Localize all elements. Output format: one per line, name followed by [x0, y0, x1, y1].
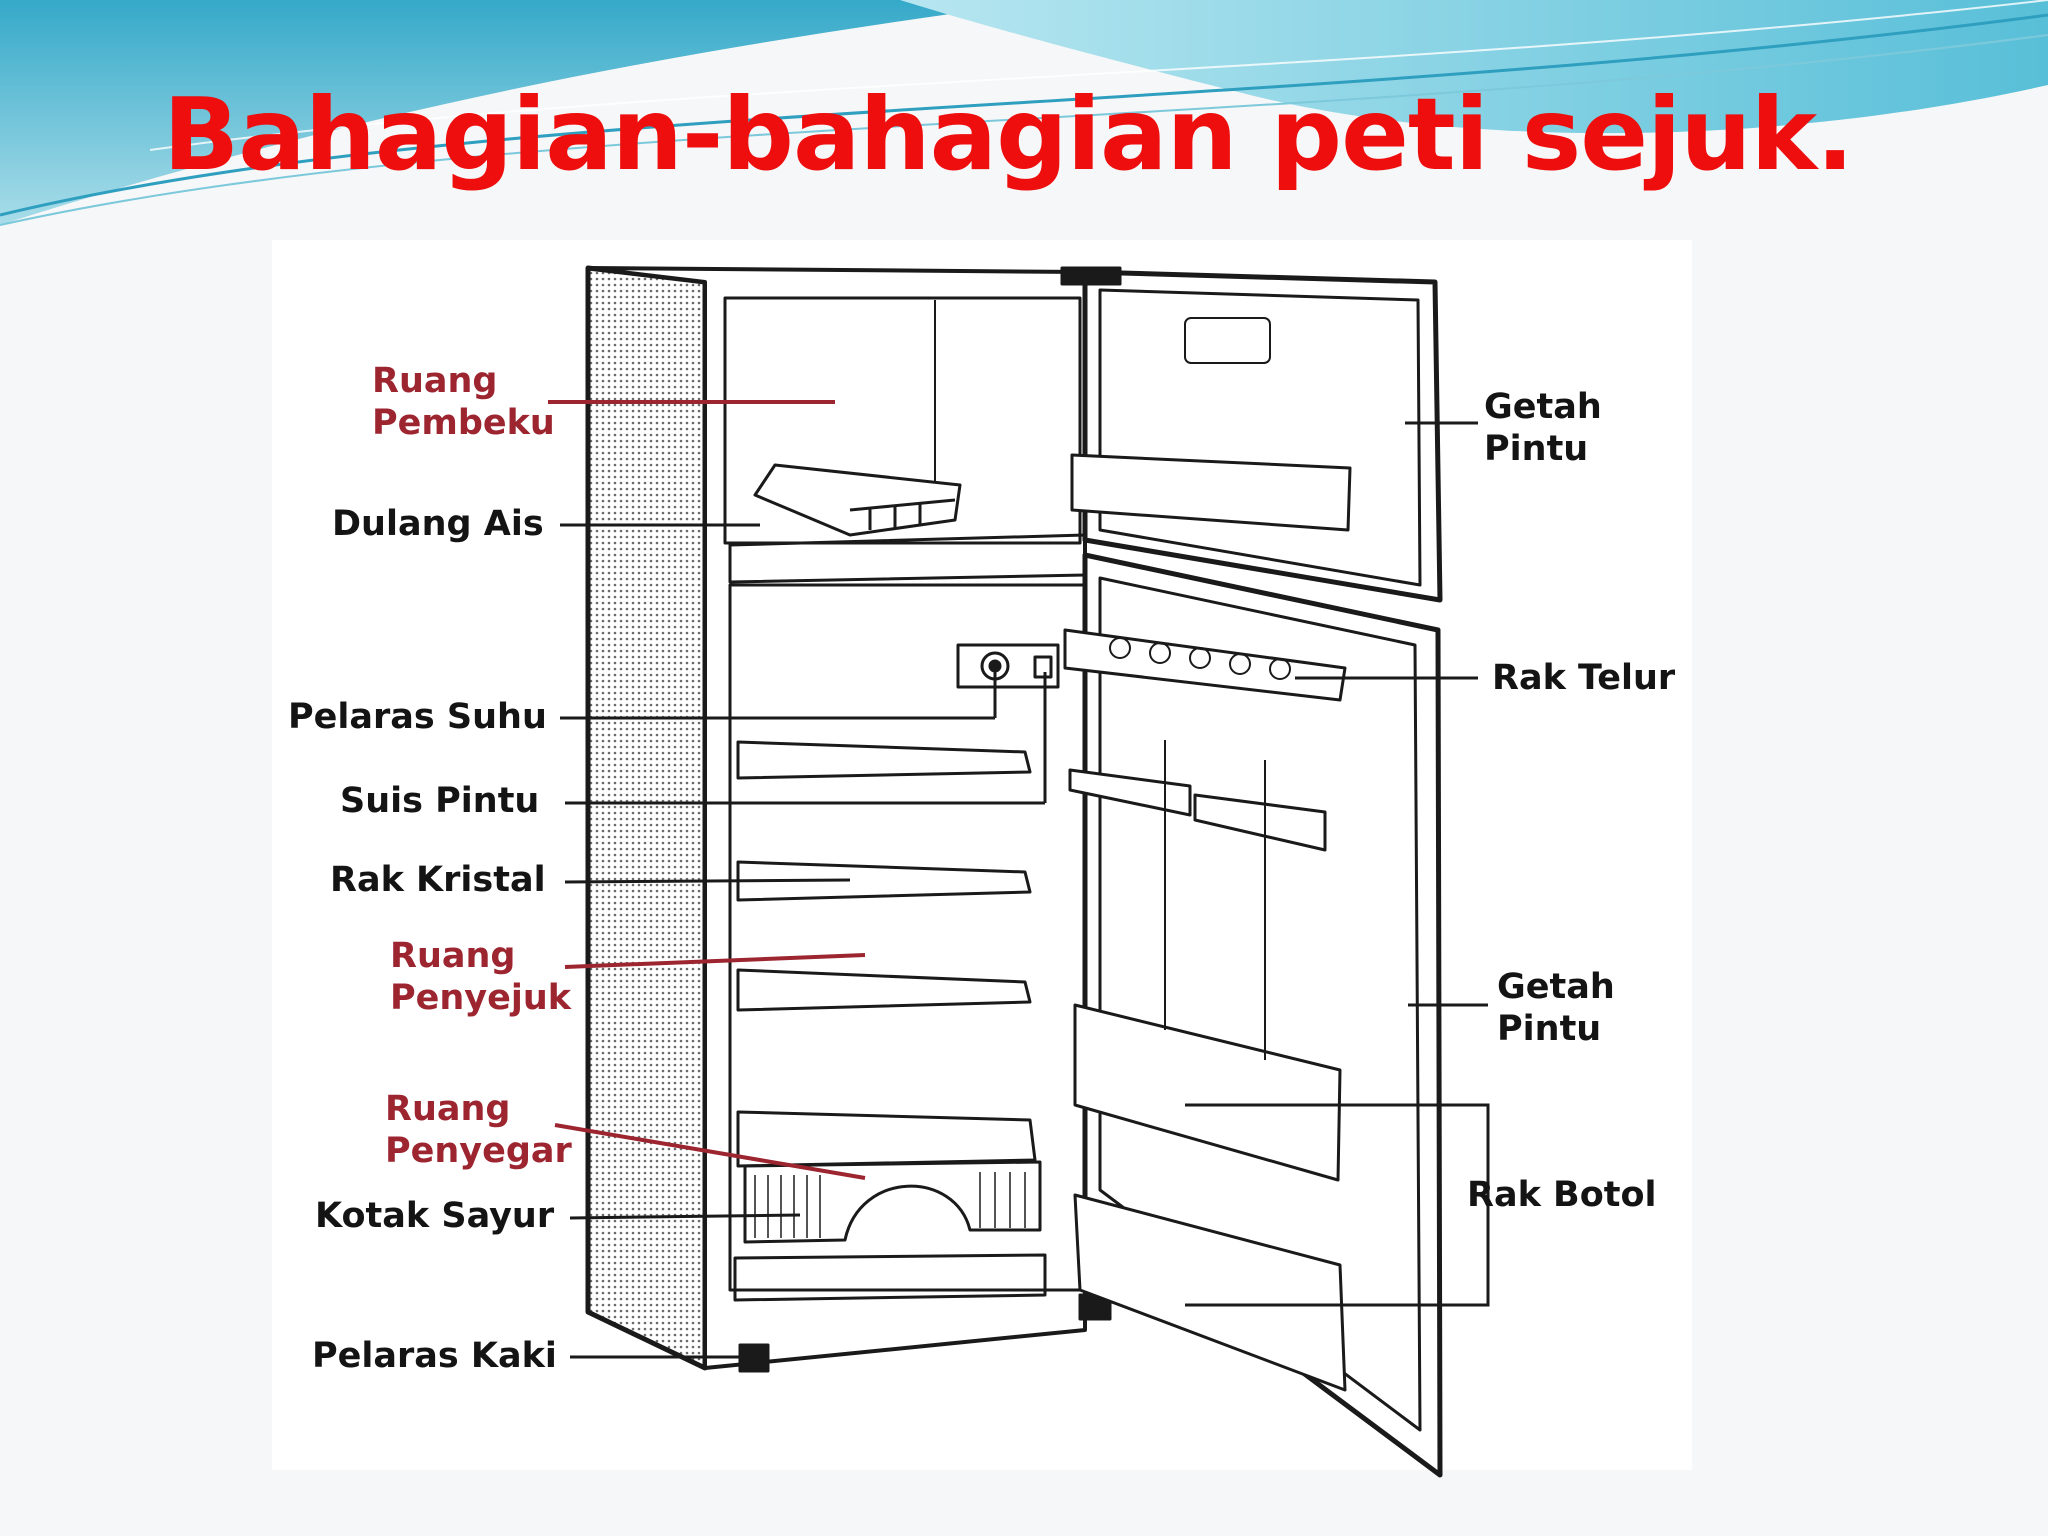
leader-line: [564, 878, 851, 884]
label-line: Pintu: [1497, 1009, 1602, 1049]
label-ruang-penyejuk: Ruang Penyejuk: [390, 935, 571, 1019]
label-getah-pintu-top: Getah Pintu: [1484, 386, 1602, 470]
label-dulang-ais: Dulang Ais: [332, 504, 544, 544]
label-line: Ruang: [390, 936, 516, 976]
door-hinge: [1060, 266, 1122, 286]
label-line: Pembeku: [372, 403, 555, 443]
vegetable-crate: [743, 1160, 1042, 1244]
label-line: Ruang: [385, 1089, 511, 1129]
glass-shelf-3: [736, 968, 1032, 1012]
door-switch: [1033, 655, 1053, 679]
label-rak-telur: Rak Telur: [1492, 658, 1676, 698]
glass-shelf-2: [736, 860, 1032, 902]
bracket-line: [1185, 1103, 1490, 1307]
slide-title: Bahagian-bahagian peti sejuk.: [163, 76, 1854, 193]
freezer-door-gasket: [1098, 288, 1422, 587]
label-pelaras-suhu: Pelaras Suhu: [288, 697, 547, 737]
freezer-door-rack: [1070, 453, 1352, 532]
wave-header: [0, 0, 2048, 226]
freezer-door: [1082, 269, 1443, 603]
label-kotak-sayur: Kotak Sayur: [315, 1196, 555, 1236]
ice-tray: [753, 463, 962, 537]
label-pelaras-kaki: Pelaras Kaki: [312, 1336, 557, 1376]
label-ruang-pembeku: Ruang Pembeku: [372, 360, 555, 444]
door-bin-small: [1068, 768, 1192, 817]
wave-line: [149, 0, 2048, 151]
leader-line-red: [554, 1123, 866, 1180]
leader-line-red: [564, 953, 866, 969]
freezer-compartment: [723, 296, 1082, 545]
label-getah-pintu-bottom: Getah Pintu: [1497, 966, 1615, 1050]
door-bin-small: [1193, 793, 1327, 852]
wave-band-right: [900, 0, 2048, 134]
cabinet-side-panel: [585, 265, 708, 1371]
bottle-rack-upper: [1073, 1003, 1342, 1182]
bottom-tray: [733, 1253, 1047, 1302]
bottle-rack-lower: [1073, 1193, 1347, 1392]
label-rak-botol: Rak Botol: [1467, 1175, 1657, 1215]
leader-line: [569, 1213, 801, 1220]
wave-line: [0, 34, 2048, 226]
wave-band-left: [0, 0, 1050, 225]
wave-line: [0, 13, 2048, 217]
label-line: Getah: [1497, 967, 1615, 1007]
label-line: Getah: [1484, 387, 1602, 427]
fridge-door-gasket: [1098, 576, 1422, 1432]
glass-shelf-1: [736, 740, 1032, 780]
label-suis-pintu: Suis Pintu: [340, 781, 540, 821]
label-rak-kristal: Rak Kristal: [330, 860, 546, 900]
label-line: Penyegar: [385, 1131, 572, 1171]
label-line: Pintu: [1484, 429, 1589, 469]
label-line: Penyejuk: [390, 978, 572, 1018]
egg-rack: [1063, 628, 1347, 702]
label-line: Ruang: [372, 361, 498, 401]
crisper-cover: [736, 1110, 1037, 1168]
label-ruang-penyegar: Ruang Penyegar: [385, 1088, 572, 1172]
